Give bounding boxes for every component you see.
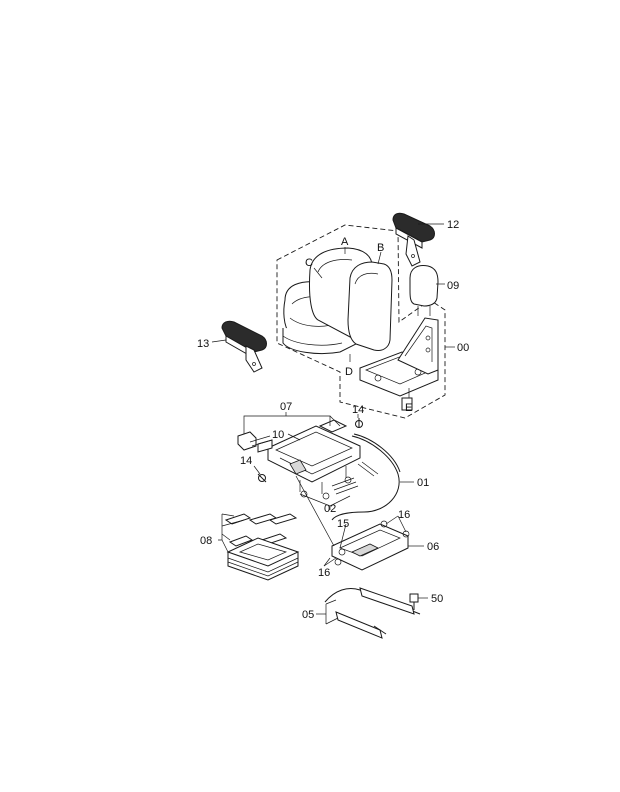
label-08: 08 [200,535,212,547]
label-E: E [405,402,412,414]
armrest-left[interactable] [221,320,267,373]
label-16-lower: 16 [318,567,330,579]
label-10: 10 [272,429,284,441]
leader-lines [211,223,455,625]
screw-14-upper[interactable] [355,418,363,428]
label-06: 06 [427,541,439,553]
label-07: 07 [280,401,292,413]
headrest[interactable] [409,265,439,317]
label-C: C [305,257,313,269]
label-A: A [341,236,349,248]
label-B: B [377,242,384,254]
label-13: 13 [197,338,209,350]
release-cable[interactable] [331,435,400,521]
mounting-plates[interactable] [224,513,300,581]
screw-14-lower[interactable] [257,473,267,483]
back-cover[interactable] [347,261,393,351]
label-16-upper: 16 [398,509,410,521]
seat-frame[interactable] [359,317,439,411]
label-D: D [345,366,353,378]
slide-lever[interactable] [324,587,421,639]
label-14-lower: 14 [240,455,252,467]
label-14-upper: 14 [352,404,364,416]
label-09: 09 [447,280,459,292]
label-02: 02 [324,503,336,515]
label-12: 12 [447,219,459,231]
slide-rail-assembly[interactable] [331,520,410,571]
suspension-frame[interactable] [237,419,361,500]
seat-assembly-boundary [276,224,446,419]
label-15: 15 [337,518,349,530]
label-00: 00 [457,342,469,354]
label-05: 05 [302,609,314,621]
label-50: 50 [431,593,443,605]
spring-pins [249,435,379,495]
armrest-right[interactable] [392,212,435,267]
label-01: 01 [417,477,429,489]
